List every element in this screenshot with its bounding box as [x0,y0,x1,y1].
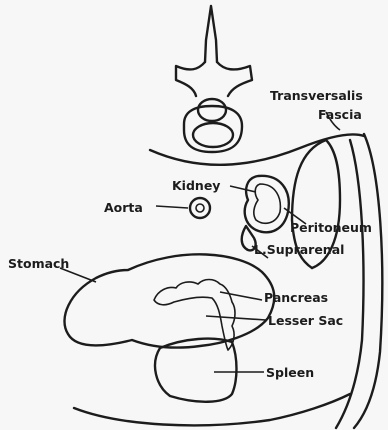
aorta [190,198,210,218]
spinal-canal [198,99,226,121]
stomach-outline [64,254,274,347]
label-aorta: Aorta [104,200,143,215]
label-spleen: Spleen [266,365,314,380]
label-peritoneum: Peritoneum [290,220,372,235]
leader-kidney [230,186,256,192]
label-transversalis: Transversalis [270,88,363,103]
body-wall [74,134,382,428]
label-fascia: Fascia [318,107,362,122]
leader-pancreas [220,292,262,300]
label-kidney: Kidney [172,178,220,193]
spinous-process [205,6,217,62]
bottom-curve [74,394,350,425]
label-stomach: Stomach [8,256,69,271]
leader-lesser-sac [206,316,266,320]
leader-aorta [156,206,188,208]
vertebra [176,6,252,152]
label-pancreas: Pancreas [264,290,328,305]
labels: Transversalis Fascia Kidney Aorta Perito… [8,88,372,380]
label-lesser-sac: Lesser Sac [268,313,343,328]
kidney-inner [254,184,281,223]
aorta-outer [190,198,210,218]
vertebral-body [184,106,242,152]
kidney [245,176,289,232]
vertebral-body-inner [193,123,233,147]
vertebral-arch [176,62,252,96]
label-suprarenal: L.Suprarenal [254,242,344,257]
aorta-inner [196,204,204,212]
